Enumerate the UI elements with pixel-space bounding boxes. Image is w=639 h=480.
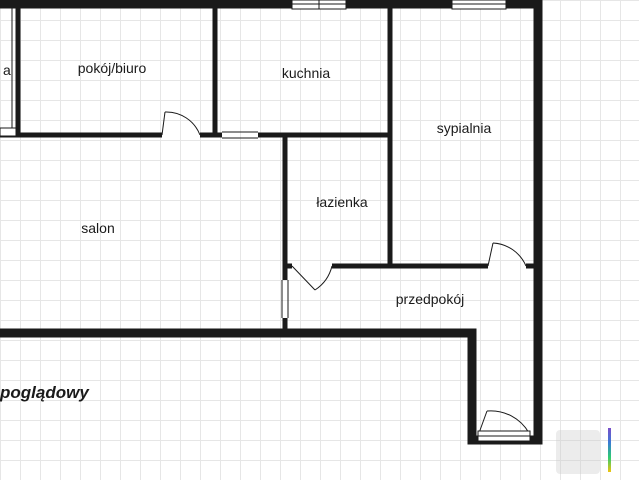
window-top-bedroom bbox=[451, 0, 507, 10]
door-opening-kitchen bbox=[222, 131, 258, 139]
door-bathroom bbox=[291, 265, 333, 291]
door-bedroom bbox=[487, 242, 527, 267]
room-label-bathroom: łazienka bbox=[316, 194, 368, 210]
room-label-living-room: salon bbox=[81, 220, 115, 236]
color-scale-mark bbox=[608, 428, 611, 472]
room-label-edge: a bbox=[3, 62, 11, 78]
room-label-hallway: przedpokój bbox=[395, 291, 465, 307]
room-label-office: pokój/biuro bbox=[77, 60, 147, 76]
watermark-patch bbox=[556, 430, 600, 474]
room-label-kitchen: kuchnia bbox=[281, 65, 331, 81]
window-top-kitchen bbox=[291, 0, 347, 10]
room-label-bedroom: sypialnia bbox=[436, 120, 492, 136]
plan-caption: poglądowy bbox=[0, 383, 89, 402]
door-office bbox=[161, 111, 201, 136]
door-entrance bbox=[477, 410, 531, 442]
door-opening-salon bbox=[281, 280, 289, 318]
left-edge-frame bbox=[0, 4, 17, 137]
